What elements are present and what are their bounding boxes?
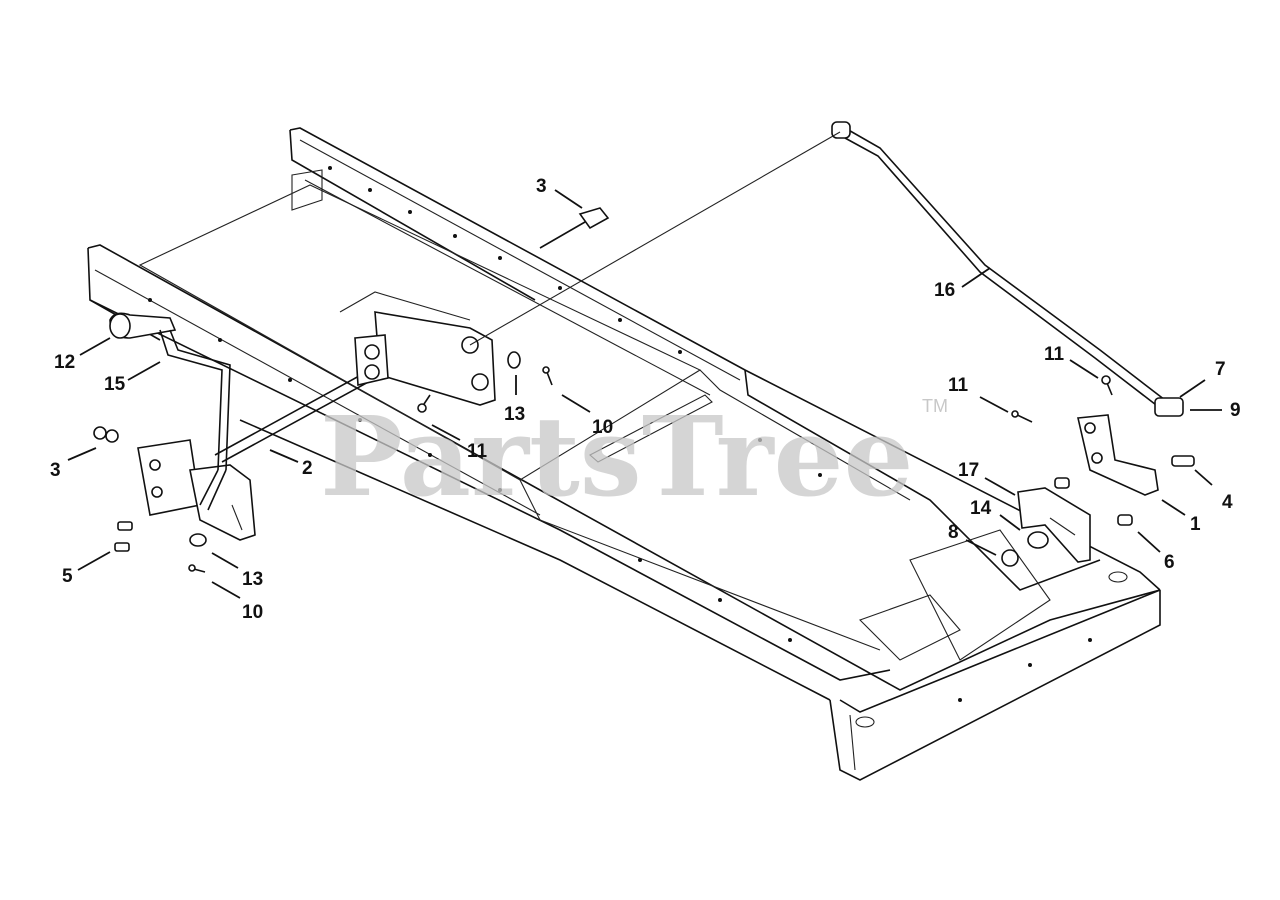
rear-mount-bracket [1017,487,1091,563]
callout-10: 10 [592,417,613,438]
callout-6: 6 [1164,552,1175,573]
callout-2: 2 [302,458,313,479]
center-lift-bracket [339,291,496,406]
callout-4: 4 [1222,492,1233,513]
callout-5: 5 [62,566,73,587]
callout-1: 1 [1190,514,1201,535]
mower-frame [87,127,1161,781]
callout-11: 11 [467,441,488,462]
callout-labels: 3 16 12 15 13 11 10 11 7 9 11 3 2 17 4 1… [50,176,1241,623]
callout-11: 11 [948,375,969,396]
hardware [93,207,1195,573]
callout-10: 10 [242,602,263,623]
callout-9: 9 [1230,400,1241,421]
watermark: PartsTree TM [320,392,948,521]
leader-lines [67,189,1222,599]
callout-14: 14 [970,498,992,519]
front-bracket [137,439,256,541]
callout-13: 13 [242,569,263,590]
callout-12: 12 [54,352,75,373]
callout-8: 8 [948,522,959,543]
callout-3: 3 [50,460,61,481]
callout-17: 17 [958,460,979,481]
watermark-trademark: TM [922,396,948,416]
callout-13: 13 [504,404,525,425]
cross-shaft [214,369,373,463]
lift-lever [109,312,231,511]
callout-11: 11 [1044,344,1065,365]
callout-15: 15 [104,374,126,395]
callout-16: 16 [934,280,955,301]
lift-rod [469,121,1184,417]
callout-3: 3 [536,176,547,197]
callout-7: 7 [1215,359,1226,380]
watermark-brand: PartsTree [320,392,914,521]
rear-lift-arm [1077,414,1159,496]
